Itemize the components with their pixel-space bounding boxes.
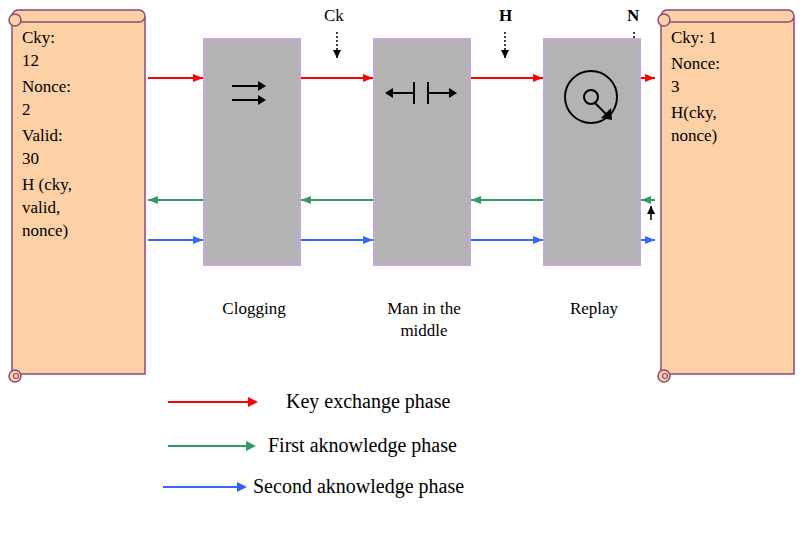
phase-arrow (641, 77, 655, 79)
legend-text: Key exchange phase (286, 390, 450, 413)
legend-text: First aknowledge phase (268, 434, 457, 457)
message-field: Nonce: 3 (671, 52, 725, 98)
replay-symbol (565, 71, 617, 123)
phase-arrow (301, 199, 373, 201)
phase-arrow (148, 199, 203, 201)
message-field: Valid: 30 (22, 124, 76, 170)
message-field: H (cky, valid, nonce) (22, 173, 76, 242)
phase-arrow (471, 239, 543, 241)
legend-swatch (168, 440, 256, 452)
phase-arrow (301, 239, 373, 241)
phase-arrow (148, 239, 203, 241)
legend-swatch (163, 481, 247, 493)
message-field: Cky: 1 (671, 26, 725, 49)
message-field: Nonce: 2 (22, 75, 76, 121)
phase-marker: Ck (324, 6, 344, 26)
message-scroll: Cky: 1 Nonce: 3H(cky, nonce) (655, 8, 797, 386)
phase-arrow (471, 77, 543, 79)
phase-arrow (301, 77, 373, 79)
legend-item: First aknowledge phase (168, 434, 457, 457)
legend-item: Second aknowledge phase (163, 475, 464, 498)
attack-name: Replay (539, 298, 649, 320)
scroll-text: Cky: 1 Nonce: 3H(cky, nonce) (655, 8, 725, 147)
phase-arrow (641, 199, 655, 201)
clogging-symbol (232, 81, 266, 105)
message-field: Cky: 12 (22, 26, 76, 72)
message-scroll: Cky: 12Nonce: 2Valid: 30H (cky, valid, n… (6, 8, 148, 386)
phase-arrow (641, 239, 655, 241)
attack-box: Man in the middle (373, 38, 471, 266)
small-pointer (650, 206, 652, 220)
scroll-text: Cky: 12Nonce: 2Valid: 30H (cky, valid, n… (6, 8, 76, 242)
attack-name: Man in the middle (369, 298, 479, 342)
phase-marker: N (627, 6, 639, 26)
legend-item: Key exchange phase (168, 390, 450, 413)
attack-name: Clogging (199, 298, 309, 320)
message-field: H(cky, nonce) (671, 101, 725, 147)
phase-arrow (148, 77, 203, 79)
legend-text: Second aknowledge phase (253, 475, 464, 498)
phase-arrow (471, 199, 543, 201)
phase-marker: H (499, 6, 512, 26)
attack-box: Clogging (203, 38, 301, 266)
attack-box: Replay (543, 38, 641, 266)
legend-swatch (168, 396, 258, 408)
dotted-pointer (336, 32, 338, 58)
man-in-middle-symbol (385, 82, 457, 104)
dotted-pointer (504, 32, 506, 58)
